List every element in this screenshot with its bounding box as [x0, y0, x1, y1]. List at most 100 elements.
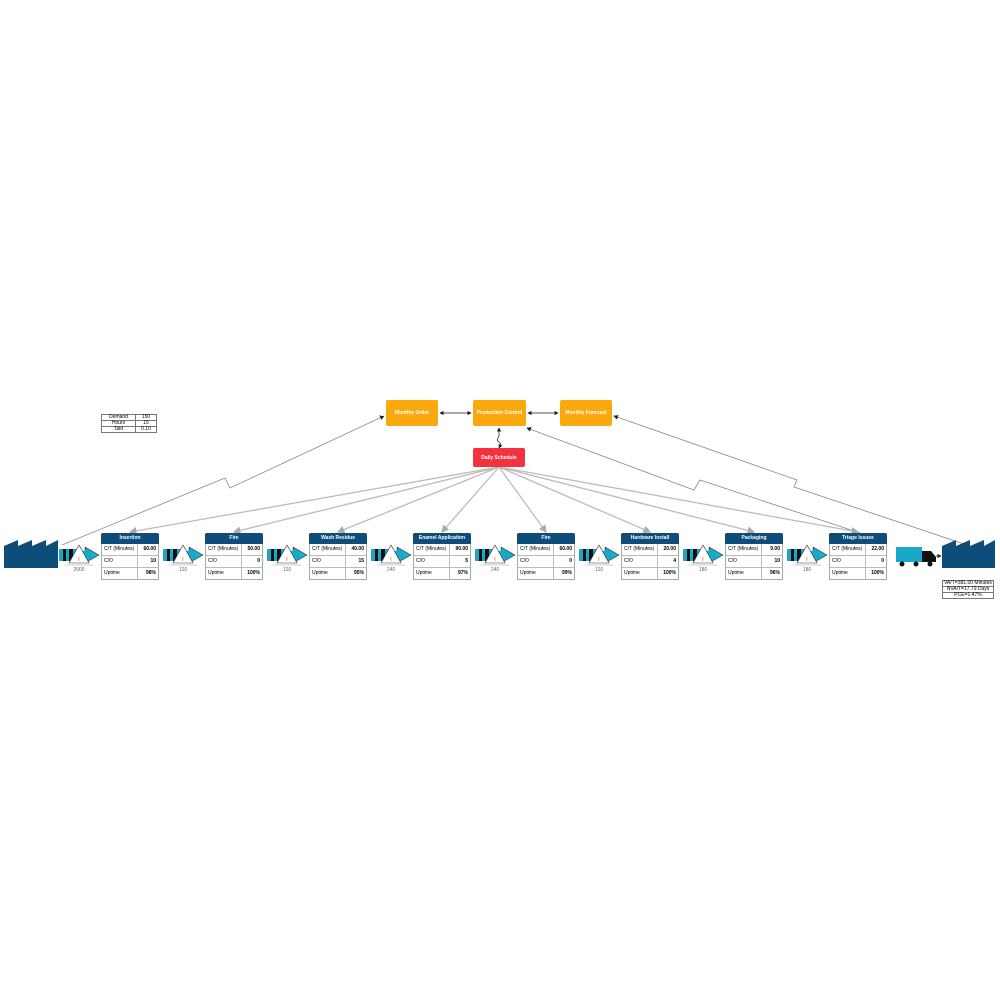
- uptime-label: Uptime: [830, 568, 866, 579]
- ct-label: C/T (Minutes): [726, 544, 762, 555]
- push-arrow-stripe: [59, 549, 63, 561]
- inventory-quantity: 120: [179, 567, 188, 573]
- schedule-link: [441, 466, 500, 533]
- push-arrow-stripe: [163, 549, 167, 561]
- ct-label: C/T (Minutes): [310, 544, 346, 555]
- truck-icon: [896, 547, 936, 567]
- supplier-factory-icon: [4, 540, 58, 568]
- push-arrow-stripe: [378, 549, 382, 561]
- co-value: 0: [569, 558, 572, 564]
- uptime-label: Uptime: [622, 568, 658, 579]
- ct-label: C/T (Minutes): [622, 544, 658, 555]
- inventory-triangle-icon: [172, 544, 194, 564]
- push-arrow-stripe: [791, 549, 795, 561]
- push-arrow-stripe: [63, 549, 67, 561]
- ct-value: 9.00: [770, 546, 780, 552]
- co-label: C/O: [622, 556, 658, 567]
- monthly-order-box[interactable]: Monthly Order: [386, 400, 438, 426]
- co-value: 10: [150, 558, 156, 564]
- process-title: Fire: [517, 533, 575, 544]
- process-title: Wash Residue: [309, 533, 367, 544]
- inventory-marker: I: [286, 557, 287, 563]
- supplier-to-order-link: [61, 415, 385, 546]
- schedule-fan-lines: [128, 466, 860, 535]
- inventory-quantity: 180: [699, 567, 708, 573]
- uptime-value: 98%: [145, 570, 156, 576]
- inventory-triangle-icon: [276, 544, 298, 564]
- uptime-label: Uptime: [726, 568, 762, 579]
- ct-value: 60.00: [143, 546, 156, 552]
- push-arrow-stripe: [589, 549, 593, 561]
- push-arrow-stripe: [267, 549, 271, 561]
- uptime-label: Uptime: [414, 568, 450, 579]
- ct-label: C/T (Minutes): [830, 544, 866, 555]
- inventory-marker: I: [806, 557, 807, 563]
- push-arrow-stripe: [693, 549, 697, 561]
- push-arrow-stripe: [683, 549, 687, 561]
- inventory-quantity: 120: [595, 567, 604, 573]
- production-control-box[interactable]: Production Control: [473, 400, 526, 426]
- co-label: C/O: [102, 556, 138, 567]
- process-title: Packaging: [725, 533, 783, 544]
- co-value: 4: [673, 558, 676, 564]
- push-arrow-stripe: [66, 549, 70, 561]
- schedule-link: [498, 466, 652, 534]
- push-arrow-stripe: [167, 549, 171, 561]
- uptime-value: 95%: [353, 570, 364, 576]
- inventory-push-group: I 180: [787, 544, 828, 573]
- ct-value: 50.00: [247, 546, 260, 552]
- push-arrow-stripe: [479, 549, 483, 561]
- inventory-quantity: 240: [387, 567, 396, 573]
- uptime-label: Uptime: [206, 568, 242, 579]
- uptime-value: 96%: [769, 570, 780, 576]
- schedule-link: [498, 466, 547, 534]
- co-value: 15: [358, 558, 364, 564]
- inventory-triangle-icon: [588, 544, 610, 564]
- co-label: C/O: [414, 556, 450, 567]
- inventory-quantity: 180: [803, 567, 812, 573]
- customer-to-forecast-link: [613, 415, 965, 545]
- push-arrow-stripe: [371, 549, 375, 561]
- co-label: C/O: [310, 556, 346, 567]
- uptime-value: 100%: [247, 570, 260, 576]
- push-arrow-stripe: [586, 549, 590, 561]
- takt-label: Takt: [100, 426, 137, 433]
- inventory-quantity: 120: [283, 567, 292, 573]
- inventory-triangle-icon: [796, 544, 818, 564]
- daily-schedule-box[interactable]: Daily Schedule: [473, 448, 525, 467]
- inventory-push-group: I 120: [267, 544, 308, 573]
- inventory-marker: I: [494, 557, 495, 563]
- ct-value: 20.00: [663, 546, 676, 552]
- triage-to-control-link: [526, 427, 861, 534]
- push-arrow-stripe: [787, 549, 791, 561]
- push-arrow-stripe: [170, 549, 174, 561]
- push-arrow-stripe: [375, 549, 379, 561]
- inventory-triangle-icon: [484, 544, 506, 564]
- monthly-forecast-box[interactable]: Monthly Forecast: [560, 400, 612, 426]
- customer-factory-icon: [942, 540, 995, 568]
- push-arrow-stripe: [475, 549, 479, 561]
- push-arrow-stripe: [579, 549, 583, 561]
- co-value: 0: [257, 558, 260, 564]
- ct-value: 40.00: [351, 546, 364, 552]
- uptime-value: 100%: [871, 570, 884, 576]
- inventory-quantity: 2000: [73, 567, 84, 573]
- schedule-link: [498, 466, 860, 535]
- push-arrow-stripe: [797, 549, 801, 561]
- ct-label: C/T (Minutes): [206, 544, 242, 555]
- push-arrow-stripe: [794, 549, 798, 561]
